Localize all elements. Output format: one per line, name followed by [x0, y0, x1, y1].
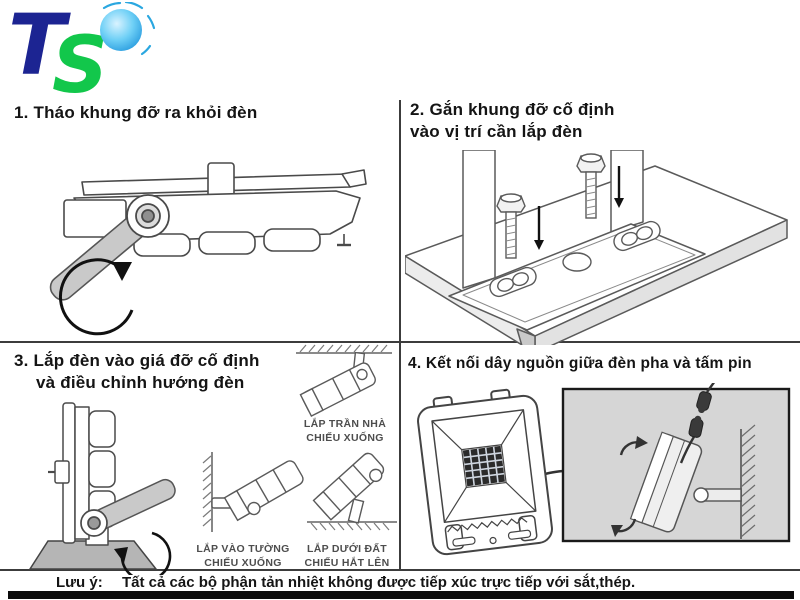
logo-letter-s: S — [52, 21, 108, 98]
caption-wall-line2: CHIẾU XUỐNG — [204, 557, 282, 570]
caption-ceiling: LẮP TRẦN NHÀ CHIẾU XUỐNG — [270, 417, 420, 445]
step2-title-line2: vào vị trí cần lắp đèn — [410, 122, 583, 142]
rotate-arrow-icon — [114, 531, 172, 575]
step4-title-text: 4. Kết nối dây nguồn giữa đèn pha và tấm… — [408, 355, 752, 372]
step3-ground-mount-illustration — [307, 452, 397, 531]
step3-wall-mount-illustration — [202, 452, 304, 532]
logo-signal-arcs-icon — [102, 2, 156, 56]
step3-floodlight-stand-illustration — [28, 402, 176, 575]
wall-mount-inset — [561, 383, 791, 543]
note-divider — [0, 569, 800, 571]
step1-title: 1. Tháo khung đỡ ra khỏi đèn — [14, 102, 257, 124]
caption-ground-line2: CHIẾU HẮT LÊN — [304, 557, 390, 570]
logo-letter-t: T — [8, 2, 71, 94]
led-array — [462, 445, 505, 487]
caption-ceiling-line2: CHIẾU XUỐNG — [306, 432, 384, 445]
bottom-black-bar — [8, 591, 794, 599]
caption-ground: LẮP DƯỚI ĐẤT CHIẾU HẮT LÊN — [272, 542, 422, 570]
footer-note: Lưu ý: Tất cả các bộ phận tản nhiệt khôn… — [0, 572, 800, 592]
note-label: Lưu ý: — [56, 574, 103, 591]
step2-mounting-board-illustration — [405, 150, 788, 345]
bolt-left — [496, 193, 544, 259]
bolt-right — [576, 153, 624, 219]
step3-title-line1: 3. Lắp đèn vào giá đỡ cố định — [14, 351, 260, 370]
step3-ceiling-mount-illustration — [296, 344, 392, 417]
note-text: Tất cả các bộ phận tản nhiệt không được … — [122, 574, 636, 591]
pivot-joint — [126, 194, 170, 238]
step4-title: 4. Kết nối dây nguồn giữa đèn pha và tấm… — [408, 354, 752, 374]
step1-title-text: 1. Tháo khung đỡ ra khỏi đèn — [14, 103, 258, 122]
caption-wall-line1: LẮP VÀO TƯỜNG — [196, 543, 290, 555]
rotate-arrow-icon — [59, 258, 134, 336]
down-arrow-icon — [534, 206, 544, 250]
inset-cable — [679, 434, 697, 464]
logo-sphere-icon — [100, 9, 142, 51]
down-arrow-icon — [614, 166, 624, 208]
connector-plug-lower — [688, 415, 704, 438]
step3-title-line2: và điều chỉnh hướng đèn — [36, 373, 245, 393]
caption-ceiling-line1: LẮP TRẦN NHÀ — [303, 418, 387, 430]
step4-wiring-illustration — [417, 383, 791, 556]
step3-title: 3. Lắp đèn vào giá đỡ cố định và điều ch… — [14, 350, 260, 394]
horizontal-divider — [0, 341, 800, 343]
floodlight-front — [417, 388, 553, 556]
step1-floodlight-side-illustration — [49, 162, 367, 336]
step2-title-line1: 2. Gắn khung đỡ cố định — [410, 100, 615, 119]
adjust-arrow-top-icon — [619, 436, 648, 456]
caption-ground-line1: LẮP DƯỚI ĐẤT — [307, 543, 387, 555]
adjust-arrow-bottom-icon — [611, 518, 637, 537]
slot-holes — [489, 220, 661, 298]
step2-title: 2. Gắn khung đỡ cố định vào vị trí cần l… — [410, 99, 615, 143]
ts-logo: T S — [8, 2, 156, 98]
vent-zigzag — [447, 517, 528, 533]
pivot-joint — [80, 509, 108, 537]
caption-wall: LẮP VÀO TƯỜNG CHIẾU XUỐNG — [168, 542, 318, 570]
vertical-divider — [399, 100, 401, 570]
connector-plug-upper — [696, 391, 712, 414]
